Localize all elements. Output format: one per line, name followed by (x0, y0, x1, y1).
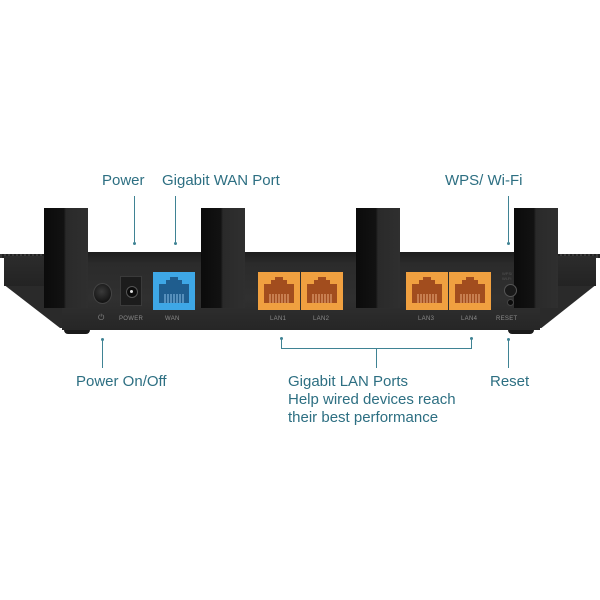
lan2-label: LAN2 (313, 316, 330, 322)
rj45-port-icon (449, 272, 491, 310)
lan3-port[interactable] (406, 272, 448, 310)
bracket-left-tick (281, 339, 282, 348)
antenna-icon (201, 208, 245, 308)
router-left-face (4, 256, 48, 286)
leader-line-wps (508, 196, 509, 242)
leader-line-reset (508, 340, 509, 368)
callout-lan-desc-1: Help wired devices reach (288, 391, 456, 408)
lan4-label: LAN4 (461, 316, 478, 322)
leader-line-wan (175, 196, 176, 242)
wan-port[interactable] (153, 272, 195, 310)
wps-wifi-button[interactable] (504, 284, 517, 297)
callout-wps-wifi: WPS/ Wi-Fi (445, 172, 523, 189)
reset-button[interactable] (507, 299, 514, 306)
router-right-face (556, 256, 596, 286)
leader-line-power-onoff (102, 340, 103, 368)
antenna-icon (514, 208, 558, 308)
lan3-label: LAN3 (418, 316, 435, 322)
callout-power: Power (102, 172, 145, 189)
bracket-center-stem (376, 348, 377, 368)
callout-reset: Reset (490, 373, 530, 390)
leader-dot-lan-left (280, 337, 283, 340)
router-foot-right (508, 328, 534, 334)
dc-power-jack-icon[interactable] (120, 276, 142, 306)
power-symbol-label: ⏻ (98, 313, 105, 322)
callout-lan-desc-2: their best performance (288, 409, 439, 426)
rj45-port-icon (258, 272, 300, 310)
rj45-port-icon (301, 272, 343, 310)
leader-dot-wan (174, 242, 177, 245)
leader-line-power (134, 196, 135, 242)
callout-lan-title: Gigabit LAN Ports (288, 373, 409, 390)
lan2-port[interactable] (301, 272, 343, 310)
reset-label: RESET (496, 316, 518, 322)
bracket-right-tick (471, 339, 472, 348)
router-foot-left (64, 328, 90, 334)
leader-dot-lan-right (470, 337, 473, 340)
leader-dot-power-onoff (101, 338, 104, 341)
power-button-icon[interactable] (93, 283, 112, 304)
rj45-port-icon (153, 272, 195, 310)
antenna-icon (356, 208, 400, 308)
power-label: POWER (119, 316, 144, 322)
leader-dot-power (133, 242, 136, 245)
leader-dot-reset (507, 338, 510, 341)
leader-dot-wps (507, 242, 510, 245)
rj45-port-icon (406, 272, 448, 310)
dc-jack-pin (130, 290, 133, 293)
lan1-port[interactable] (258, 272, 300, 310)
lan1-label: LAN1 (270, 316, 287, 322)
callout-wan-port: Gigabit WAN Port (162, 172, 280, 189)
wps-tiny-label: WPS/ Wi-Fi (502, 271, 513, 281)
wan-label: WAN (165, 316, 180, 322)
lan4-port[interactable] (449, 272, 491, 310)
callout-power-onoff: Power On/Off (76, 373, 167, 390)
antenna-icon (44, 208, 88, 308)
